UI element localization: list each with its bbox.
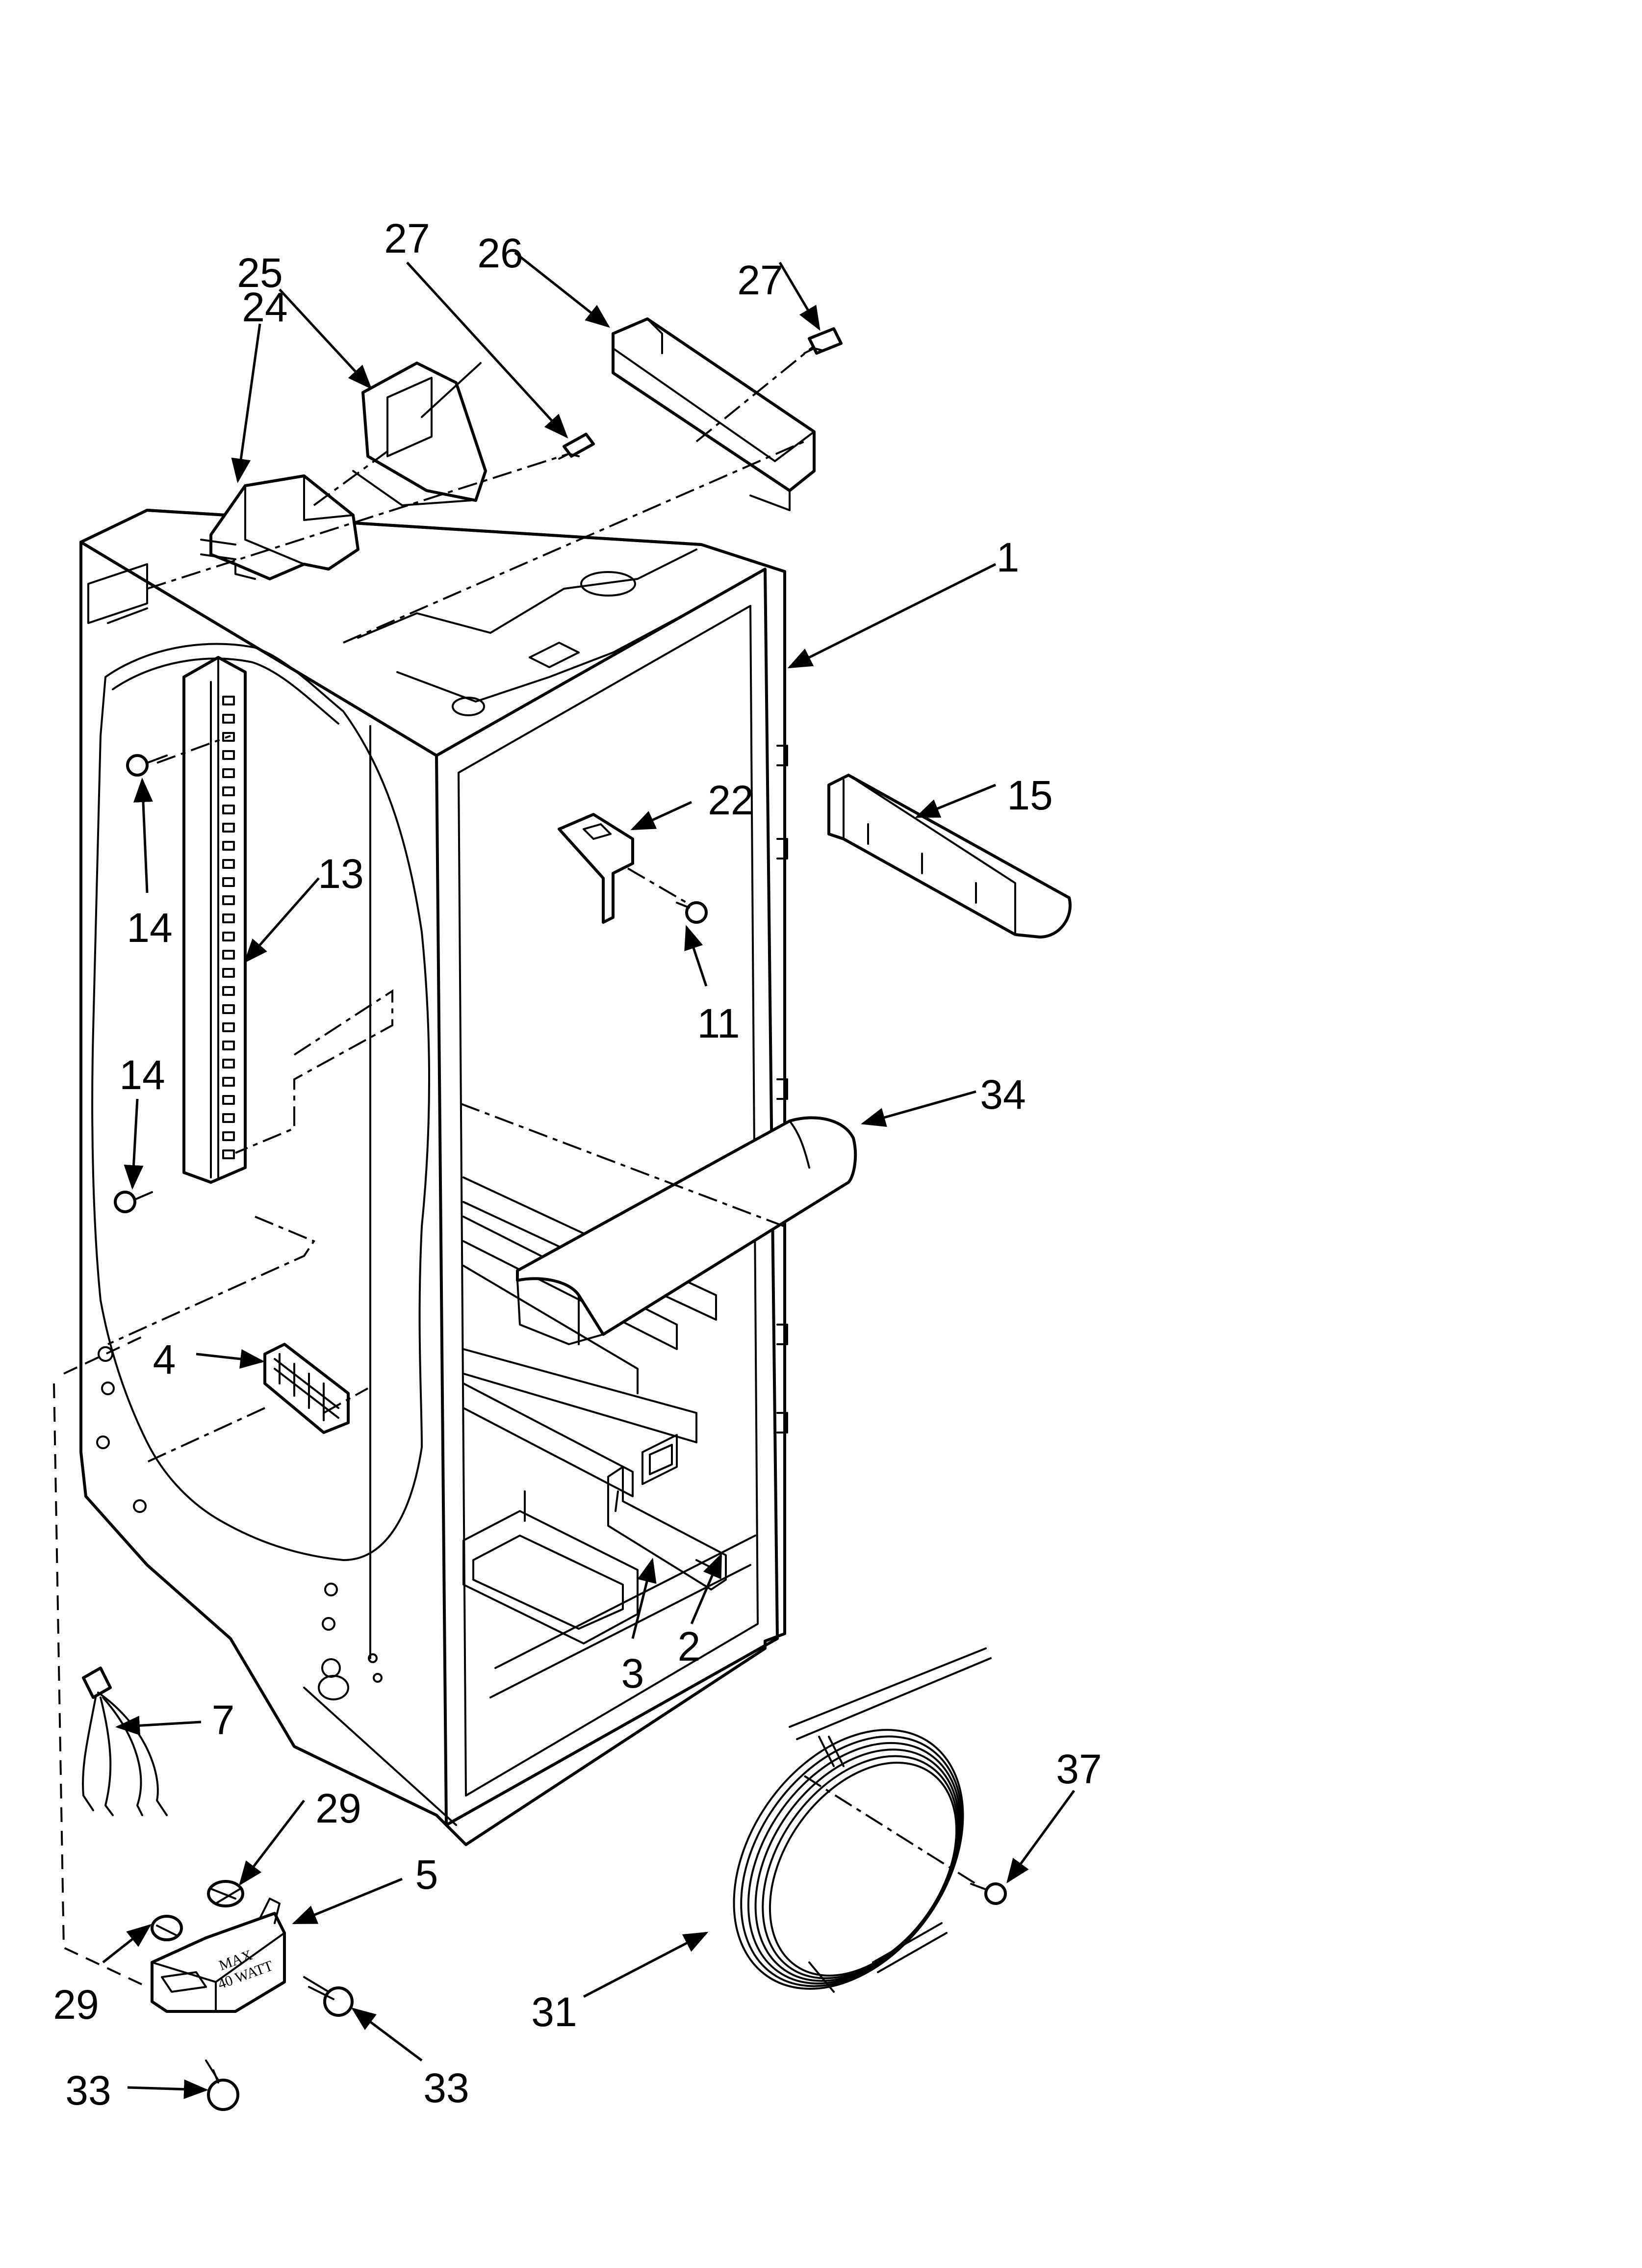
callout-31: 31 [531,1989,577,2035]
wire-harness [82,1667,168,1816]
screw-11 [676,901,708,924]
clip-29-lower [151,1915,183,1941]
ladder-slot [222,768,235,778]
ladder-slot [222,732,235,742]
screw-14-upper [126,754,168,777]
ladder-slot [222,750,235,760]
ladder-slot [222,1149,235,1159]
callout-25: 25 [237,250,282,296]
callout-14-upper: 14 [127,905,172,951]
callout-3: 3 [621,1650,644,1696]
ladder-slot [222,714,235,724]
ladder-slot [222,913,235,923]
ladder-slot [222,1041,235,1050]
small-bracket [558,813,634,924]
mounting-bracket [313,362,487,506]
ladder-slot [222,1095,235,1105]
ladder-slot [222,895,235,905]
screw-37 [970,1882,1007,1905]
water-tubing-coil [733,1647,992,1993]
ladder-slot [222,877,235,887]
air-duct-cover [516,1116,857,1345]
ladder-slot [222,786,235,796]
ladder-slot [222,1131,235,1141]
callout-2: 2 [678,1623,701,1669]
callout-4: 4 [153,1336,176,1382]
callout-5: 5 [415,1851,438,1898]
ladder-slot [222,823,235,833]
ladder-slot [222,1022,235,1032]
coil-ring [762,1755,959,1980]
callout-labels: 1 2 3 4 5 7 11 13 14 14 15 22 24 25 26 2… [53,215,1102,2113]
callout-13: 13 [318,851,363,897]
ladder-slot [222,1004,235,1014]
callout-29-upper: 29 [315,1785,361,1831]
ladder-slot [222,932,235,941]
control-housing [200,474,359,580]
callout-15: 15 [1007,772,1052,818]
callout-7: 7 [212,1697,235,1743]
callout-14-lower: 14 [119,1052,165,1098]
ladder-slot [222,968,235,978]
ladder-slot [222,1059,235,1069]
callout-11: 11 [697,1000,740,1046]
ladder-slot [222,696,235,705]
ladder-slot [222,1077,235,1087]
callout-24: 24 [242,284,287,330]
callout-29-lower: 29 [53,1981,99,2028]
refrigerator-liner [79,509,788,1846]
ladder-slot [222,950,235,960]
callout-33-upper: 33 [423,2065,469,2111]
leader-arrows [102,252,1076,2099]
ladder-slot [222,1113,235,1123]
pin-33-lower [205,2059,239,2111]
shelf-ladder-rail [182,656,247,1184]
ladder-slot [222,805,235,814]
vent-grille [263,1343,350,1434]
shelf-trim [827,774,1072,938]
screw-27-right [803,327,843,355]
top-rear-rail [612,317,816,511]
clip-29-upper [207,1880,244,1907]
callout-33-lower: 33 [65,2067,111,2113]
coil-ring [769,1762,958,1977]
callout-27-right: 27 [737,257,783,303]
ladder-slot [222,859,235,869]
lower-bracket-2 [607,1466,727,1590]
assembly-lines [53,345,977,1988]
light-housing: MAX 40 WATT [151,1898,286,2013]
callout-1: 1 [997,534,1020,580]
callout-37: 37 [1056,1746,1102,1792]
pin-33-upper [303,1976,354,2017]
ladder-slot [222,841,235,851]
callout-26: 26 [477,230,523,276]
ladder-slot [222,986,235,996]
callout-34: 34 [980,1071,1026,1118]
screw-14-lower [114,1191,153,1213]
callout-22: 22 [708,777,753,823]
callout-27-left: 27 [384,215,430,261]
